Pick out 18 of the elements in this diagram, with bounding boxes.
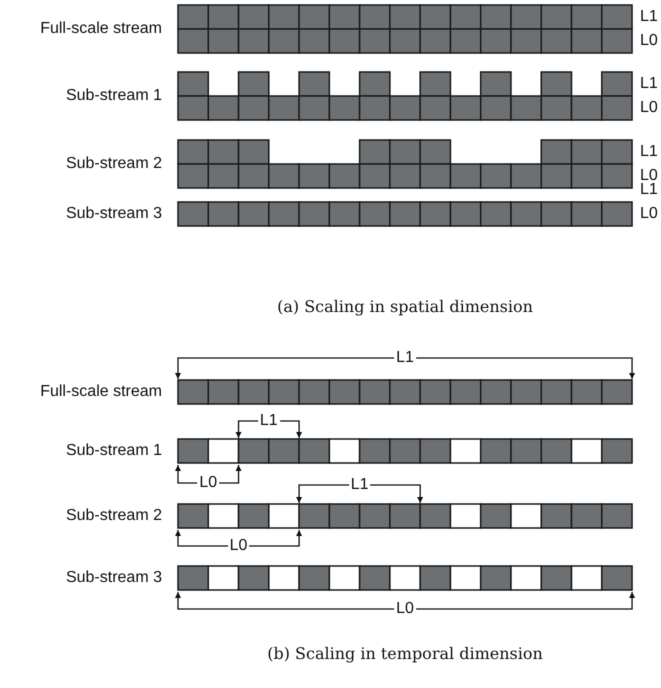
level-label: L1 — [640, 144, 658, 160]
row-label: Full-scale stream — [40, 21, 162, 37]
row-label: Full-scale stream — [40, 384, 162, 400]
level-label: L1 — [640, 182, 658, 198]
row-label: Sub-stream 3 — [66, 570, 162, 586]
row-label: Sub-stream 1 — [66, 88, 162, 104]
level-label: L0 — [640, 168, 658, 184]
level-label: L0 — [640, 100, 658, 116]
caption: (a) Scaling in spatial dimension — [277, 299, 533, 315]
level-label: L1 — [640, 9, 658, 25]
level-label: L0 — [640, 33, 658, 49]
caption: (b) Scaling in temporal dimension — [267, 646, 543, 662]
level-label: L0 — [640, 206, 658, 222]
row-label: Sub-stream 2 — [66, 156, 162, 172]
row-label: Sub-stream 1 — [66, 443, 162, 459]
row-label: Sub-stream 3 — [66, 206, 162, 222]
row-label: Sub-stream 2 — [66, 508, 162, 524]
level-label: L1 — [640, 76, 658, 92]
